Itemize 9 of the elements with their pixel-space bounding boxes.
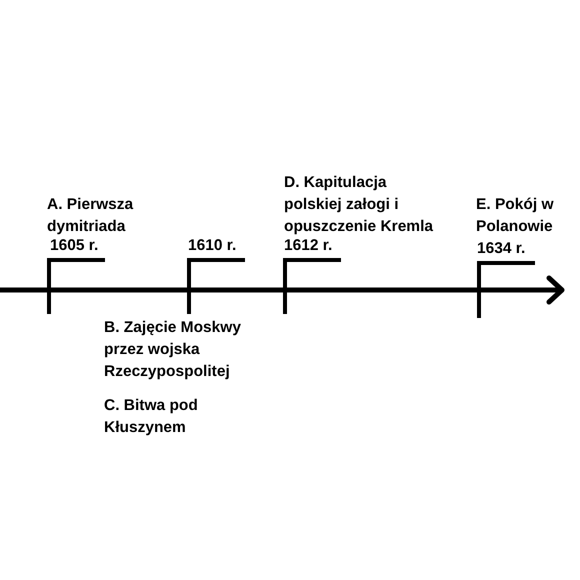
event-label: B. Zajęcie Moskwy przez wojska Rzeczypospolitej — [104, 318, 241, 382]
year-label: 1612 r. — [284, 236, 332, 256]
event-label: A. Pierwsza dymitriada — [47, 195, 134, 237]
event-label: D. Kapitulacja polskiej załogi i opuszczenie Kremla — [284, 173, 434, 237]
event-label: C. Bitwa pod Kłuszynem — [104, 396, 198, 438]
year-label: 1634 r. — [477, 239, 526, 259]
year-label: 1605 r. — [50, 236, 98, 256]
event-label: E. Pokój w Polanowie — [476, 195, 554, 237]
year-label: 1610 r. — [188, 236, 236, 256]
